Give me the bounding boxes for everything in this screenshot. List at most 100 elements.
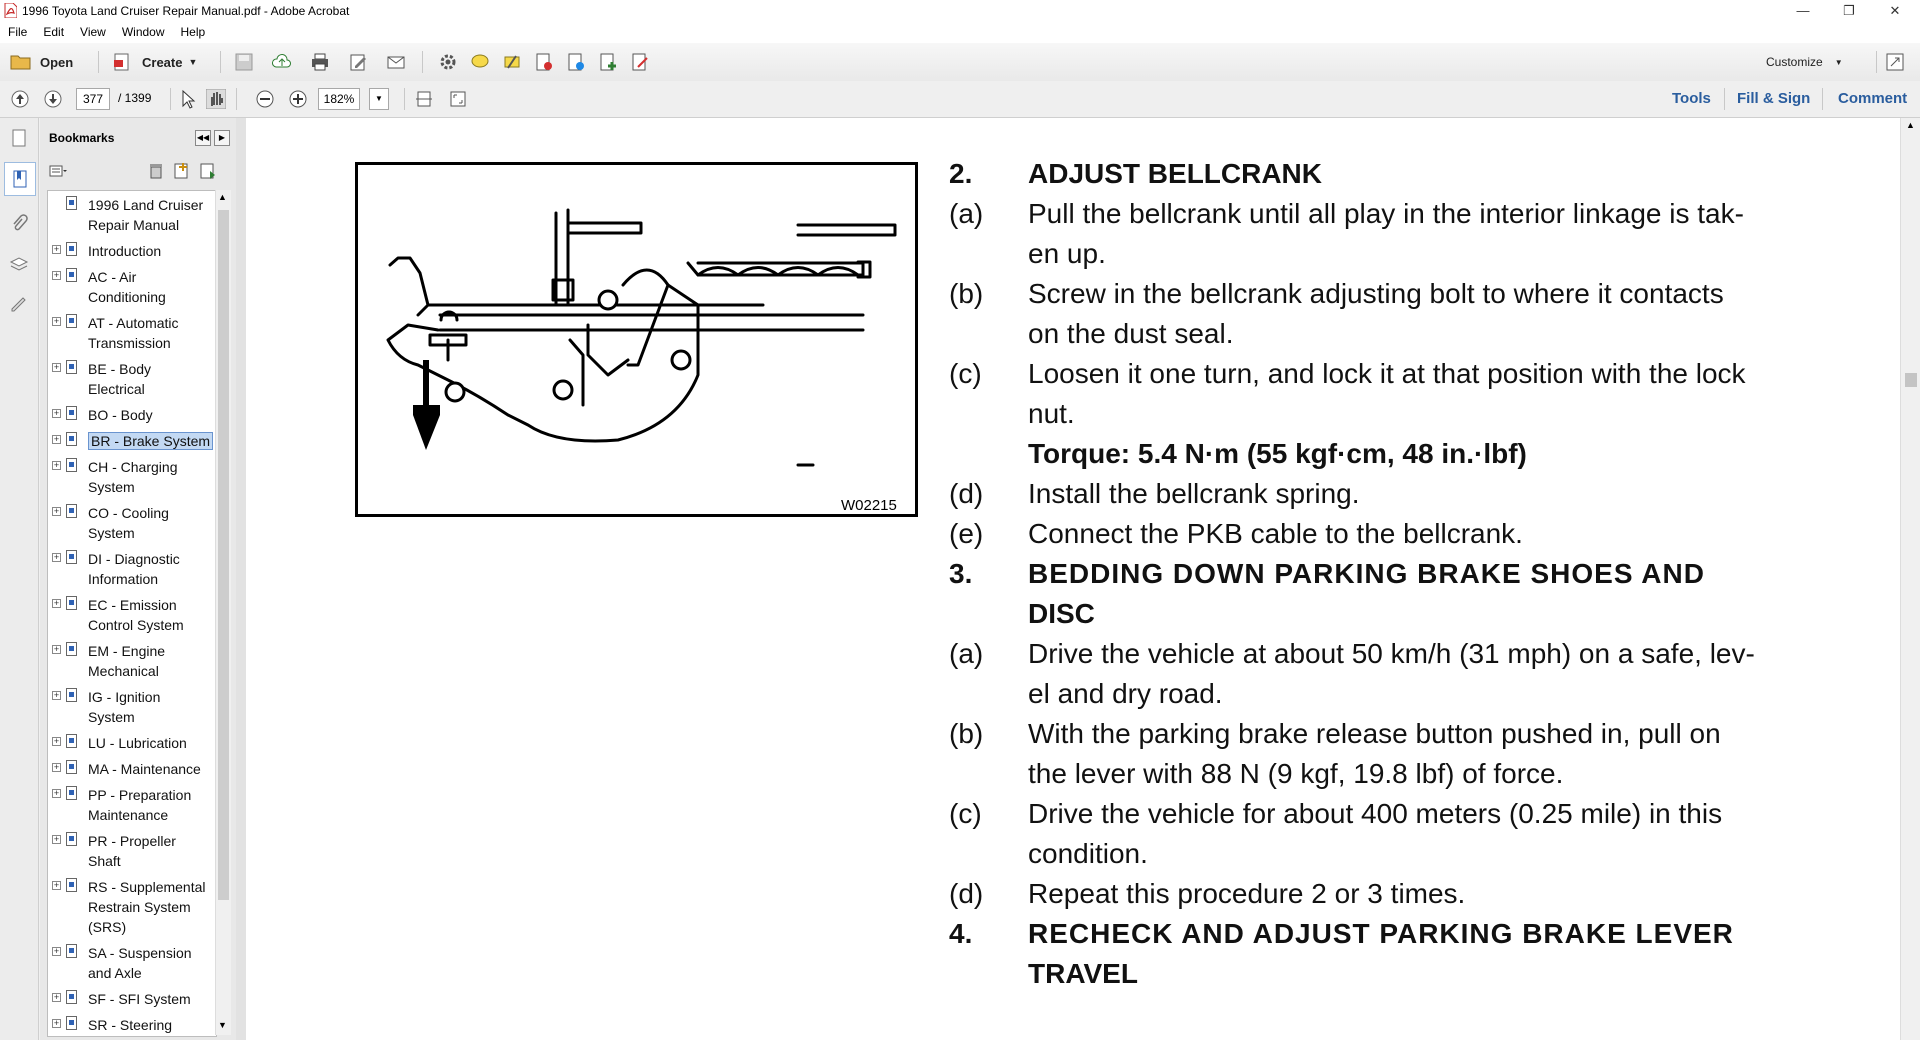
create-button[interactable]: Create ▼ [112, 51, 197, 73]
zoom-level-input[interactable]: 182% [318, 88, 360, 110]
save-icon[interactable] [234, 52, 254, 72]
substep-marker: (b) [949, 278, 984, 309]
expand-icon[interactable]: + [52, 408, 61, 418]
bookmark-label-line2: System [88, 479, 135, 495]
substep-text: Pull the bellcrank until all play in the… [1028, 198, 1744, 229]
expand-icon[interactable]: + [52, 644, 61, 654]
tools-tab[interactable]: Tools [1672, 90, 1711, 107]
full-screen-icon[interactable] [448, 89, 468, 109]
expand-icon[interactable]: + [52, 434, 61, 444]
expand-icon[interactable]: + [52, 788, 61, 798]
comment-tab[interactable]: Comment [1838, 90, 1908, 107]
edit-document-icon[interactable] [348, 52, 368, 72]
expand-icon[interactable]: + [52, 946, 61, 956]
layers-icon[interactable] [9, 254, 29, 274]
options-menu-icon[interactable] [48, 161, 68, 181]
menu-view[interactable]: View [80, 25, 106, 39]
page-thumbnails-icon[interactable] [9, 128, 29, 148]
upload-cloud-icon[interactable] [272, 52, 292, 72]
previous-page-icon[interactable] [10, 89, 30, 109]
bookmark-page-icon [66, 196, 77, 210]
minimize-button[interactable]: — [1796, 3, 1810, 18]
zoom-dropdown-button[interactable]: ▼ [369, 88, 389, 110]
select-cursor-icon[interactable] [178, 89, 198, 109]
scroll-up-icon[interactable]: ▲ [218, 192, 227, 202]
bookmark-page-icon [66, 458, 77, 472]
menu-file[interactable]: File [8, 25, 28, 39]
close-button[interactable]: ✕ [1889, 3, 1901, 18]
customize-dropdown[interactable]: Customize ▼ [1766, 51, 1843, 73]
expand-icon[interactable]: + [52, 736, 61, 746]
chevron-right-icon: ▶ [218, 133, 226, 142]
menu-edit[interactable]: Edit [43, 25, 65, 39]
new-bookmark-icon[interactable] [172, 161, 192, 181]
expand-icon[interactable]: + [52, 880, 61, 890]
hand-tool-icon[interactable] [206, 89, 226, 109]
bookmarks-toolbar [40, 156, 236, 186]
expand-icon[interactable]: + [52, 552, 61, 562]
open-button[interactable]: Open [10, 51, 73, 73]
expand-icon[interactable]: + [52, 1018, 61, 1028]
substep-marker: (b) [949, 718, 984, 749]
sign-document-icon[interactable] [630, 52, 650, 72]
fill-sign-tab[interactable]: Fill & Sign [1737, 90, 1811, 107]
expand-icon[interactable]: + [52, 992, 61, 1002]
menu-help[interactable]: Help [180, 25, 206, 39]
collapse-panel-button[interactable]: ◀◀ [195, 130, 211, 146]
document-scrollbar[interactable]: ▲ [1900, 118, 1920, 1040]
torque-spec: Torque: 5.4 N·m (55 kgf·cm, 48 in.·lbf) [1028, 438, 1527, 469]
zoom-in-icon[interactable] [288, 89, 308, 109]
substep-text-cont: en up. [1028, 238, 1106, 269]
pane-splitter[interactable] [236, 118, 246, 1040]
signatures-icon[interactable] [9, 294, 29, 314]
expand-icon[interactable]: + [52, 316, 61, 326]
next-page-icon[interactable] [43, 89, 63, 109]
create-pdf-icon [114, 53, 129, 71]
scroll-down-icon[interactable]: ▼ [218, 1020, 227, 1030]
bookmark-label: Introduction [88, 243, 162, 259]
print-icon[interactable] [310, 52, 330, 72]
expand-icon[interactable]: + [52, 762, 61, 772]
restore-button[interactable]: ❐ [1843, 3, 1855, 18]
scrollbar-thumb[interactable] [218, 210, 229, 900]
gear-icon[interactable] [438, 52, 458, 72]
expand-icon[interactable]: + [52, 460, 61, 470]
bookmark-page-icon [66, 688, 77, 702]
extract-page-icon[interactable] [566, 52, 586, 72]
substep-marker: (c) [949, 798, 982, 829]
step-heading-cont: DISC [1028, 598, 1095, 629]
close-panel-button[interactable]: ▶ [214, 130, 230, 146]
insert-page-icon[interactable] [598, 52, 618, 72]
expand-icon[interactable]: + [52, 690, 61, 700]
substep-text: Drive the vehicle at about 50 km/h (31 m… [1028, 638, 1755, 669]
expand-icon[interactable]: + [52, 244, 61, 254]
scrollbar-thumb[interactable] [1905, 373, 1917, 387]
expand-icon[interactable]: + [52, 362, 61, 372]
bookmark-page-icon [66, 734, 77, 748]
step-heading: BEDDING DOWN PARKING BRAKE SHOES AND [1028, 558, 1705, 589]
expand-icon[interactable]: + [52, 506, 61, 516]
expand-icon[interactable]: + [52, 834, 61, 844]
step-number: 2. [949, 158, 973, 189]
expand-view-icon[interactable] [1885, 52, 1905, 72]
bookmark-page-icon [66, 832, 77, 846]
highlight-icon[interactable] [502, 52, 522, 72]
zoom-out-icon[interactable] [255, 89, 275, 109]
trash-icon[interactable] [146, 161, 166, 181]
email-icon[interactable] [386, 52, 406, 72]
delete-page-icon[interactable] [534, 52, 554, 72]
scroll-up-icon[interactable]: ▲ [1906, 120, 1915, 130]
page-number-input[interactable]: 377 [76, 88, 110, 110]
menu-window[interactable]: Window [121, 25, 165, 39]
bookmarks-panel-tab[interactable] [4, 162, 36, 196]
bookmark-label: AT - Automatic [88, 315, 179, 331]
fit-page-icon[interactable] [414, 89, 434, 109]
bookmarks-scrollbar[interactable]: ▲ ▼ [215, 190, 231, 1035]
bookmark-label: SR - Steering [88, 1017, 173, 1033]
expand-icon[interactable]: + [52, 598, 61, 608]
attachments-icon[interactable] [9, 214, 29, 234]
comment-bubble-icon[interactable] [470, 52, 490, 72]
expand-bookmark-icon[interactable] [198, 161, 218, 181]
menu-bar: File Edit View Window Help [0, 22, 1920, 43]
expand-icon[interactable]: + [52, 270, 61, 280]
